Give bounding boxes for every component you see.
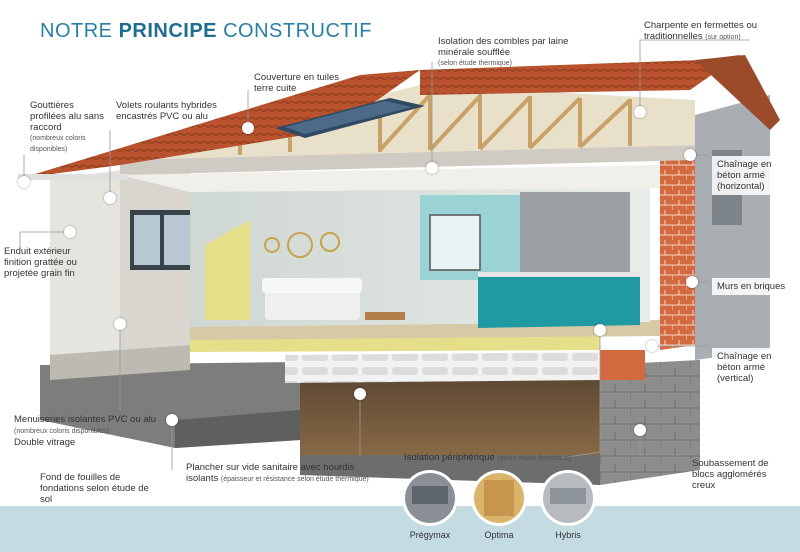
label-volets: Volets roulants hybrides encastrés PVC o… <box>116 100 217 122</box>
left-wall <box>50 170 120 360</box>
sample-label-pregymax: Prégymax <box>409 530 451 540</box>
label-soubassement: Soubassement de blocs agglomérés creux <box>692 458 769 491</box>
marker-plancher[interactable] <box>354 388 366 400</box>
gutter <box>18 174 128 180</box>
floor-hourdis <box>285 352 600 383</box>
sample-label-optima: Optima <box>484 530 514 540</box>
label-isolation-peripherique: Isolation périphérique (selon étude ther… <box>404 452 572 463</box>
marker-menuiseries[interactable] <box>114 318 126 330</box>
label-isolation-combles: Isolation des combles par laine minérale… <box>438 36 569 67</box>
label-enduit: Enduit extérieur finition grattée ou pro… <box>4 246 77 279</box>
marker-gouttieres[interactable] <box>18 176 30 188</box>
bottom-strip <box>0 506 800 552</box>
marker-enduit[interactable] <box>64 226 76 238</box>
label-chainage-vertical: Chaînage en béton armé (vertical) <box>712 348 780 387</box>
marker-isolation-combles[interactable] <box>426 162 438 174</box>
marker-charpente[interactable] <box>634 106 646 118</box>
sample-pregymax <box>402 470 458 526</box>
label-charpente: Charpente en fermettes ou traditionnelle… <box>644 20 758 42</box>
marker-soubassement[interactable] <box>634 424 646 436</box>
label-chainage-horizontal: Chaînage en béton armé (horizontal) <box>712 156 780 195</box>
sample-hybris <box>540 470 596 526</box>
marker-isolation-peripherique[interactable] <box>594 324 606 336</box>
marker-fond-fouilles[interactable] <box>166 414 178 426</box>
roof-trusses <box>238 92 632 155</box>
brick-wall <box>660 150 695 350</box>
kitchen-island <box>478 274 640 328</box>
marker-chainage-horizontal[interactable] <box>684 149 696 161</box>
sample-optima <box>471 470 527 526</box>
label-menuiseries: Menuiseries isolantes PVC ou alu (nombre… <box>14 414 157 448</box>
label-murs-briques: Murs en briques <box>712 278 791 295</box>
label-fond-fouilles: Fond de fouilles de fondations selon étu… <box>40 472 149 505</box>
marker-volets[interactable] <box>104 192 116 204</box>
marker-chainage-vertical[interactable] <box>646 340 658 352</box>
label-couverture: Couverture en tuiles terre cuite <box>254 72 340 94</box>
label-gouttieres: Gouttières profilées alu sans raccord (n… <box>30 100 104 153</box>
foundation-right <box>600 360 700 485</box>
soil-layer <box>300 372 600 460</box>
page-title: NOTRE PRINCIPE CONSTRUCTIF <box>40 20 372 42</box>
sample-label-hybris: Hybris <box>555 530 581 540</box>
marker-murs-briques[interactable] <box>686 276 698 288</box>
chainage-vertical <box>600 350 645 380</box>
label-plancher: Plancher sur vide sanitaire avec hourdis… <box>186 462 369 484</box>
title-bold: PRINCIPE <box>118 20 218 42</box>
marker-couverture[interactable] <box>242 122 254 134</box>
tiled-roof <box>22 70 420 178</box>
chainage-horizontal <box>120 145 695 175</box>
